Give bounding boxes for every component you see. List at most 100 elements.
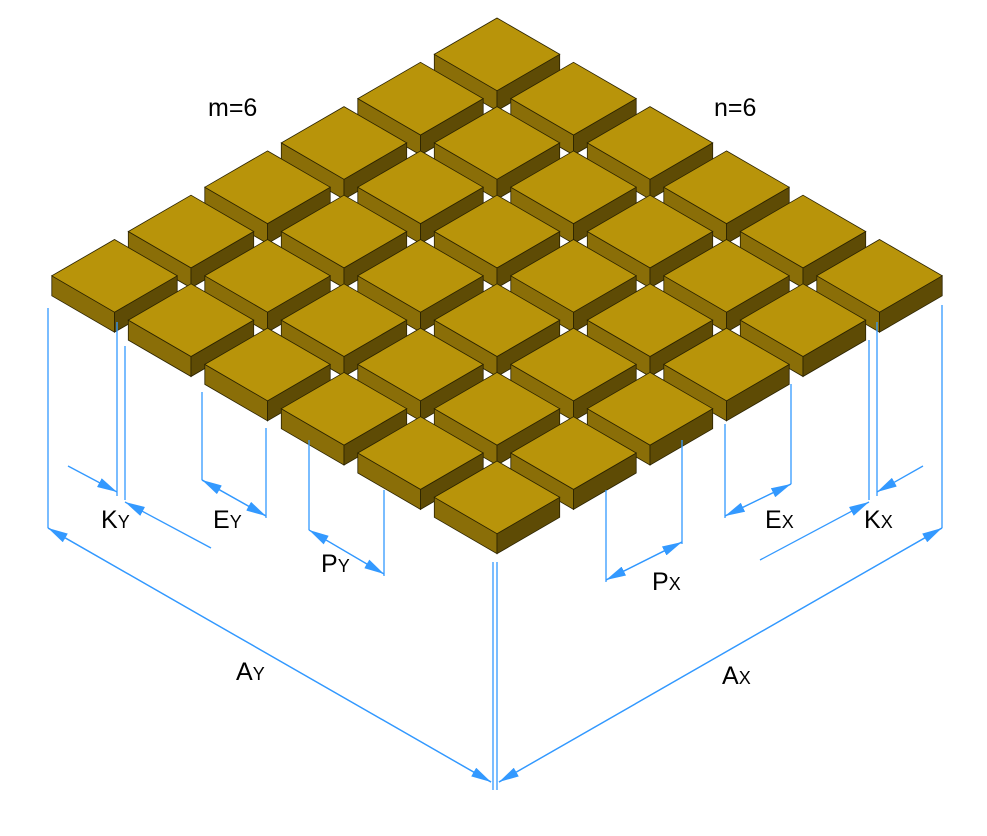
patch-5-4	[510, 327, 637, 422]
patch-5-3	[586, 283, 714, 378]
label-ky-main: K	[101, 506, 118, 534]
patch-top-face	[510, 416, 637, 490]
patch-6-4	[586, 371, 714, 466]
label-py-sub: Y	[338, 556, 350, 576]
patch-4-6	[280, 371, 408, 466]
patch-top-face	[204, 327, 331, 402]
patch-top-face	[586, 283, 714, 357]
dim-arrow-py-back	[308, 529, 385, 575]
patch-2-6	[127, 283, 255, 378]
patch-1-1	[433, 17, 561, 112]
patch-2-4	[280, 194, 408, 289]
label-ey-main: E	[213, 506, 230, 534]
patch-4-3	[510, 239, 637, 333]
label-ay: AY	[236, 658, 265, 686]
patch-top-face	[663, 239, 790, 313]
dimension-lines	[47, 305, 943, 790]
patch-top-face	[663, 327, 790, 402]
patch-3-3	[433, 194, 561, 289]
patch-3-4	[357, 239, 484, 333]
label-kx: KX	[864, 506, 893, 534]
patch-top-face	[51, 239, 178, 313]
patch-top-face	[204, 150, 331, 225]
patch-top-face	[739, 283, 867, 357]
label-m: m=6	[208, 94, 257, 122]
label-ey-sub: Y	[230, 512, 242, 532]
patch-top-face	[204, 239, 331, 313]
patch-top-face	[510, 239, 637, 313]
patch-4-2	[586, 194, 714, 289]
dim-arrow-ky-right	[124, 501, 212, 549]
label-ax: AX	[722, 662, 751, 690]
patch-4-5	[357, 327, 484, 422]
patch-4-1	[663, 150, 790, 245]
patch-top-face	[280, 371, 408, 446]
patch-top-face	[127, 283, 255, 357]
patch-3-2	[510, 150, 637, 245]
label-px: PX	[652, 568, 681, 596]
patch-2-2	[433, 106, 561, 200]
patch-top-face	[433, 106, 561, 180]
label-kx-main: K	[864, 506, 881, 534]
patch-top-face	[280, 194, 408, 269]
label-py: PY	[321, 550, 350, 578]
dim-arrow-kx-left	[759, 501, 870, 561]
dim-arrow-ex-back	[724, 483, 792, 517]
patch-3-5	[280, 283, 408, 378]
patch-top-face	[433, 283, 561, 357]
patch-top-face	[357, 150, 484, 225]
patch-top-face	[510, 150, 637, 225]
patch-top-face	[433, 17, 561, 92]
label-ax-main: A	[722, 662, 739, 690]
label-ax-sub: X	[739, 668, 751, 688]
label-kx-sub: X	[881, 512, 893, 532]
patch-top-face	[586, 371, 714, 446]
patch-top-face	[433, 460, 561, 535]
patch-6-1	[816, 239, 943, 333]
label-ay-sub: Y	[253, 664, 265, 684]
label-n: n=6	[714, 94, 756, 122]
dim-arrow-ay-back	[47, 527, 492, 783]
patch-3-6	[204, 327, 331, 422]
label-ex: EX	[765, 506, 794, 534]
dim-arrow-px-back	[605, 541, 683, 581]
patch-2-1	[510, 61, 637, 156]
patch-top-face	[280, 106, 408, 180]
label-px-sub: X	[669, 574, 681, 594]
patch-top-face	[357, 416, 484, 490]
patch-top-face	[357, 239, 484, 313]
patch-5-1	[739, 194, 867, 289]
label-ex-main: E	[765, 506, 782, 534]
patch-2-3	[357, 150, 484, 245]
patch-6-3	[663, 327, 790, 422]
patch-top-face	[433, 194, 561, 269]
patch-top-face	[280, 283, 408, 357]
patch-top-face	[739, 194, 867, 269]
dim-arrow-kx-right	[876, 465, 924, 493]
patch-6-6	[433, 460, 561, 555]
patch-top-face	[357, 61, 484, 136]
patch-array	[51, 17, 943, 555]
label-ey: EY	[213, 506, 242, 534]
label-ky-sub: Y	[118, 512, 130, 532]
label-px-main: P	[652, 568, 669, 596]
patch-6-5	[510, 416, 637, 511]
patch-2-5	[204, 239, 331, 333]
patch-top-face	[586, 194, 714, 269]
patch-1-6	[51, 239, 178, 333]
patch-6-2	[739, 283, 867, 378]
patch-top-face	[127, 194, 255, 269]
label-ky: KY	[101, 506, 130, 534]
patch-top-face	[357, 327, 484, 402]
label-py-main: P	[321, 550, 338, 578]
patch-1-5	[127, 194, 255, 289]
patch-1-4	[204, 150, 331, 245]
patch-top-face	[510, 327, 637, 402]
label-ay-main: A	[236, 658, 253, 686]
dim-arrow-ey-back	[201, 479, 267, 517]
patch-1-3	[280, 106, 408, 200]
patch-4-4	[433, 283, 561, 378]
dim-arrow-ax-back	[498, 527, 943, 783]
